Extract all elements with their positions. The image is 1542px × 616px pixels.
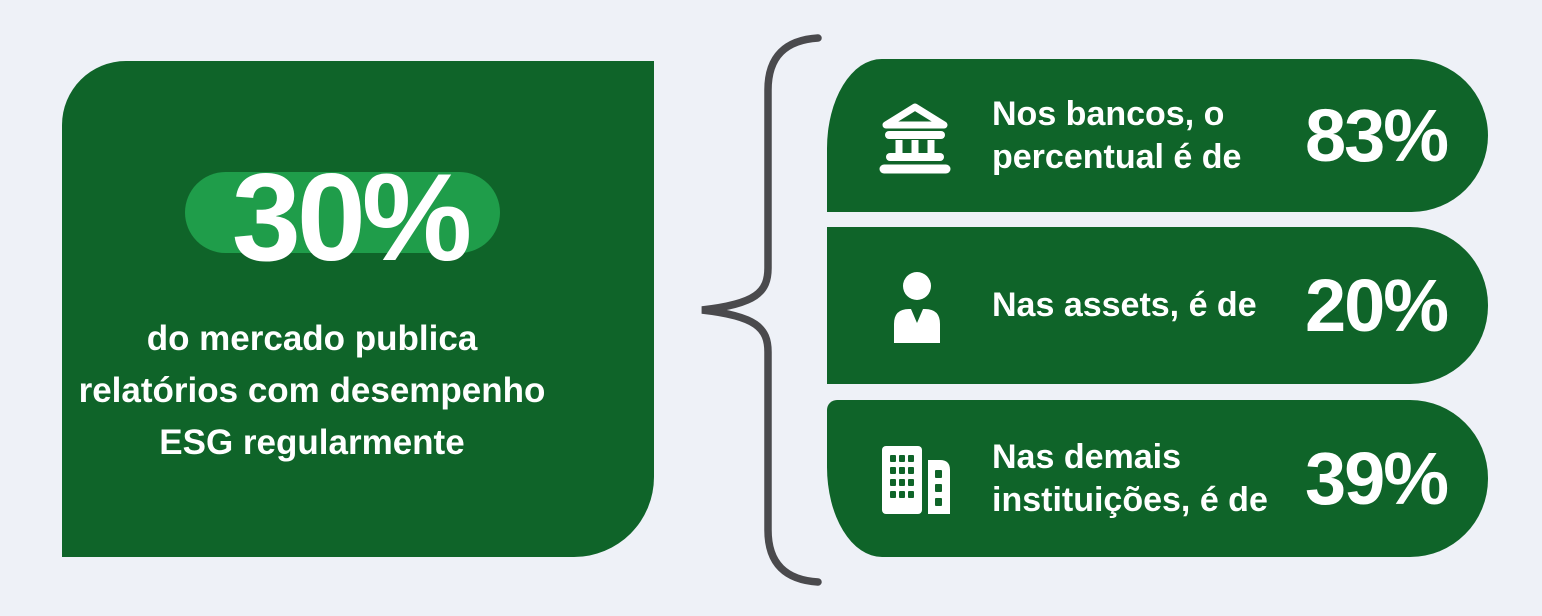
- description-line: relatórios com desempenho: [78, 371, 546, 410]
- stat-bar-banks: Nos bancos, o percentual é de 83%: [827, 59, 1488, 212]
- description-line: do mercado publica: [146, 319, 478, 358]
- stat-label-line: Nos bancos, o: [992, 94, 1225, 133]
- stat-bar-assets: Nas assets, é de 20%: [827, 227, 1488, 384]
- highlight-pill: [185, 172, 500, 253]
- stat-bar-other-institutions: Nas demais instituições, é de 39%: [827, 400, 1488, 557]
- buildings-icon: [882, 446, 950, 514]
- market-summary-panel: 30% do mercado publica relatórios com de…: [62, 61, 654, 557]
- stat-label-line: Nas demais: [992, 437, 1181, 476]
- description-line: ESG regularmente: [159, 423, 465, 462]
- curly-brace: [701, 34, 822, 586]
- stat-value-banks: 83%: [1305, 94, 1449, 177]
- stat-label-line: Nas assets, é de: [992, 286, 1257, 324]
- stat-label: Nos bancos, o percentual é de: [992, 59, 1241, 212]
- stat-value-other-institutions: 39%: [1305, 437, 1449, 520]
- market-description: do mercado publica relatórios com desemp…: [62, 313, 562, 469]
- stat-label-line: percentual é de: [992, 137, 1242, 176]
- stat-label-line: instituições, é de: [992, 480, 1268, 519]
- stat-label: Nas assets, é de: [992, 227, 1257, 384]
- market-percentage: 30%: [231, 149, 472, 287]
- stat-value-assets: 20%: [1305, 264, 1449, 347]
- stat-label: Nas demais instituições, é de: [992, 400, 1268, 557]
- person-icon: [894, 272, 940, 343]
- bank-icon: [879, 103, 951, 174]
